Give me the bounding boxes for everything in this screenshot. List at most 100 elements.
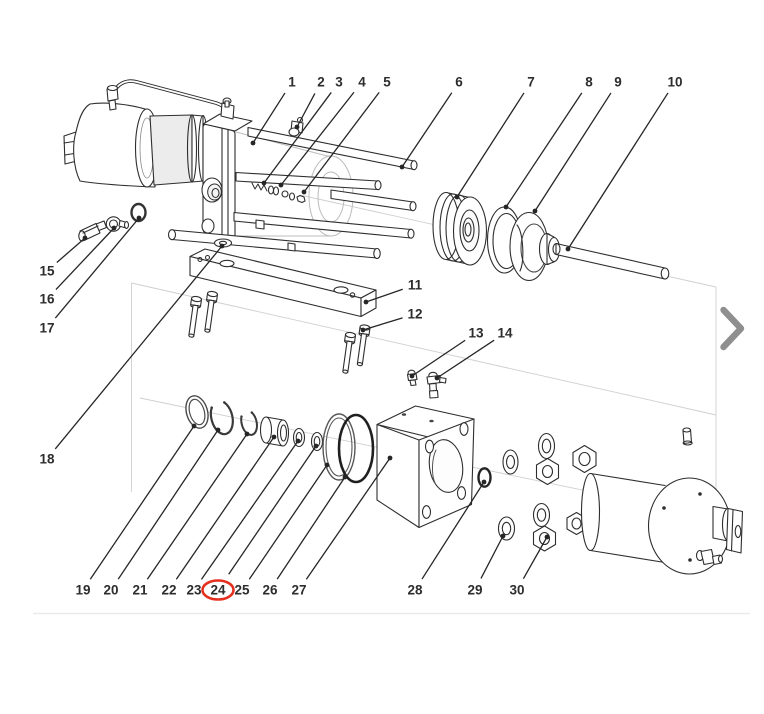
head-block xyxy=(201,97,253,243)
leader-line-11 xyxy=(365,288,403,303)
part-label-2[interactable]: 2 xyxy=(317,75,325,90)
part-dot-8 xyxy=(503,204,509,210)
part-dot-9 xyxy=(532,208,538,214)
mounting-bracket xyxy=(189,248,377,318)
leader-line-13 xyxy=(411,339,466,377)
check-valve-parts xyxy=(251,182,306,204)
leader-line-18 xyxy=(54,245,223,450)
part-dot-4 xyxy=(278,182,284,188)
part-label-3[interactable]: 3 xyxy=(335,75,343,90)
leader-line-30 xyxy=(522,536,548,580)
piston-and-rod xyxy=(432,191,670,282)
part-label-24[interactable]: 24 xyxy=(210,583,226,598)
part-label-28[interactable]: 28 xyxy=(407,583,423,598)
part-label-1[interactable]: 1 xyxy=(288,75,296,90)
part-dot-10 xyxy=(565,246,571,252)
part-dot-25 xyxy=(324,462,330,468)
part-dot-20 xyxy=(215,427,221,433)
leader-line-4 xyxy=(280,91,355,186)
part-dot-29 xyxy=(500,533,506,539)
part-label-14[interactable]: 14 xyxy=(497,326,513,341)
part-label-23[interactable]: 23 xyxy=(186,583,202,598)
rod-end-cylinder xyxy=(580,427,744,575)
washers-and-nuts xyxy=(497,432,597,552)
leader-line-23 xyxy=(200,440,299,580)
part-dot-15 xyxy=(82,235,88,241)
flange-o-ring xyxy=(477,467,492,488)
leader-line-12 xyxy=(362,317,403,331)
flange-block xyxy=(376,405,475,529)
part-label-5[interactable]: 5 xyxy=(383,75,391,90)
part-label-26[interactable]: 26 xyxy=(262,583,278,598)
leader-line-10 xyxy=(567,92,669,250)
leader-line-17 xyxy=(54,217,140,319)
part-dot-18 xyxy=(219,243,225,249)
leader-line-24 xyxy=(228,445,317,575)
highlight-ellipse xyxy=(201,579,235,601)
part-dot-13 xyxy=(409,373,415,379)
leader-line-26 xyxy=(276,476,346,580)
part-label-11[interactable]: 11 xyxy=(408,278,423,293)
part-dot-1 xyxy=(250,140,256,146)
part-dot-22 xyxy=(271,434,277,440)
part-dot-30 xyxy=(544,534,550,540)
part-label-4[interactable]: 4 xyxy=(358,75,366,90)
rear-cap-assembly xyxy=(63,102,209,188)
leader-line-2 xyxy=(296,93,316,128)
part-dot-6 xyxy=(399,164,405,170)
part-dot-11 xyxy=(363,299,369,305)
part-label-20[interactable]: 20 xyxy=(103,583,118,598)
part-label-22[interactable]: 22 xyxy=(161,583,176,598)
leader-line-21 xyxy=(146,433,248,580)
leader-line-19 xyxy=(89,425,195,580)
leader-line-8 xyxy=(505,92,583,208)
part-label-6[interactable]: 6 xyxy=(455,75,463,90)
leader-line-25 xyxy=(248,464,328,580)
leader-line-3 xyxy=(263,92,332,184)
part-label-9[interactable]: 9 xyxy=(614,75,622,90)
part-label-29[interactable]: 29 xyxy=(467,583,482,598)
part-label-19[interactable]: 19 xyxy=(75,583,90,598)
part-label-8[interactable]: 8 xyxy=(585,75,593,90)
part-label-13[interactable]: 13 xyxy=(468,326,484,341)
part-label-27[interactable]: 27 xyxy=(291,583,306,598)
part-dot-16 xyxy=(111,225,117,231)
leader-line-5 xyxy=(303,91,380,193)
part-dot-28 xyxy=(481,479,487,485)
part-dot-2 xyxy=(294,124,300,130)
seal-kit-row xyxy=(185,395,375,484)
part-label-21[interactable]: 21 xyxy=(132,583,148,598)
part-dot-24 xyxy=(313,443,319,449)
tie-rods xyxy=(167,126,418,260)
part-dot-19 xyxy=(191,423,197,429)
leader-line-1 xyxy=(252,92,286,144)
part-dot-23 xyxy=(295,438,301,444)
part-label-7[interactable]: 7 xyxy=(527,75,535,90)
leader-line-28 xyxy=(421,481,485,580)
part-label-17[interactable]: 17 xyxy=(39,321,54,336)
part-dot-17 xyxy=(136,215,142,221)
chevron-right-icon[interactable] xyxy=(720,306,745,351)
part-dot-21 xyxy=(244,431,250,437)
leader-line-6 xyxy=(401,92,453,168)
part-label-16[interactable]: 16 xyxy=(39,292,55,307)
leader-line-22 xyxy=(175,436,275,580)
leader-line-16 xyxy=(55,227,115,290)
leader-line-15 xyxy=(56,237,86,263)
part-label-10[interactable]: 10 xyxy=(667,75,682,90)
part-dot-7 xyxy=(454,194,460,200)
part-dot-14 xyxy=(434,375,440,381)
leader-line-27 xyxy=(305,457,391,580)
part-label-18[interactable]: 18 xyxy=(39,452,55,467)
part-dot-26 xyxy=(342,474,348,480)
part-label-15[interactable]: 15 xyxy=(39,264,55,279)
leader-line-29 xyxy=(480,535,504,579)
part-label-25[interactable]: 25 xyxy=(234,583,250,598)
leader-line-9 xyxy=(534,92,612,212)
part-label-30[interactable]: 30 xyxy=(509,583,524,598)
part-label-12[interactable]: 12 xyxy=(407,307,422,322)
part-dot-5 xyxy=(301,189,307,195)
